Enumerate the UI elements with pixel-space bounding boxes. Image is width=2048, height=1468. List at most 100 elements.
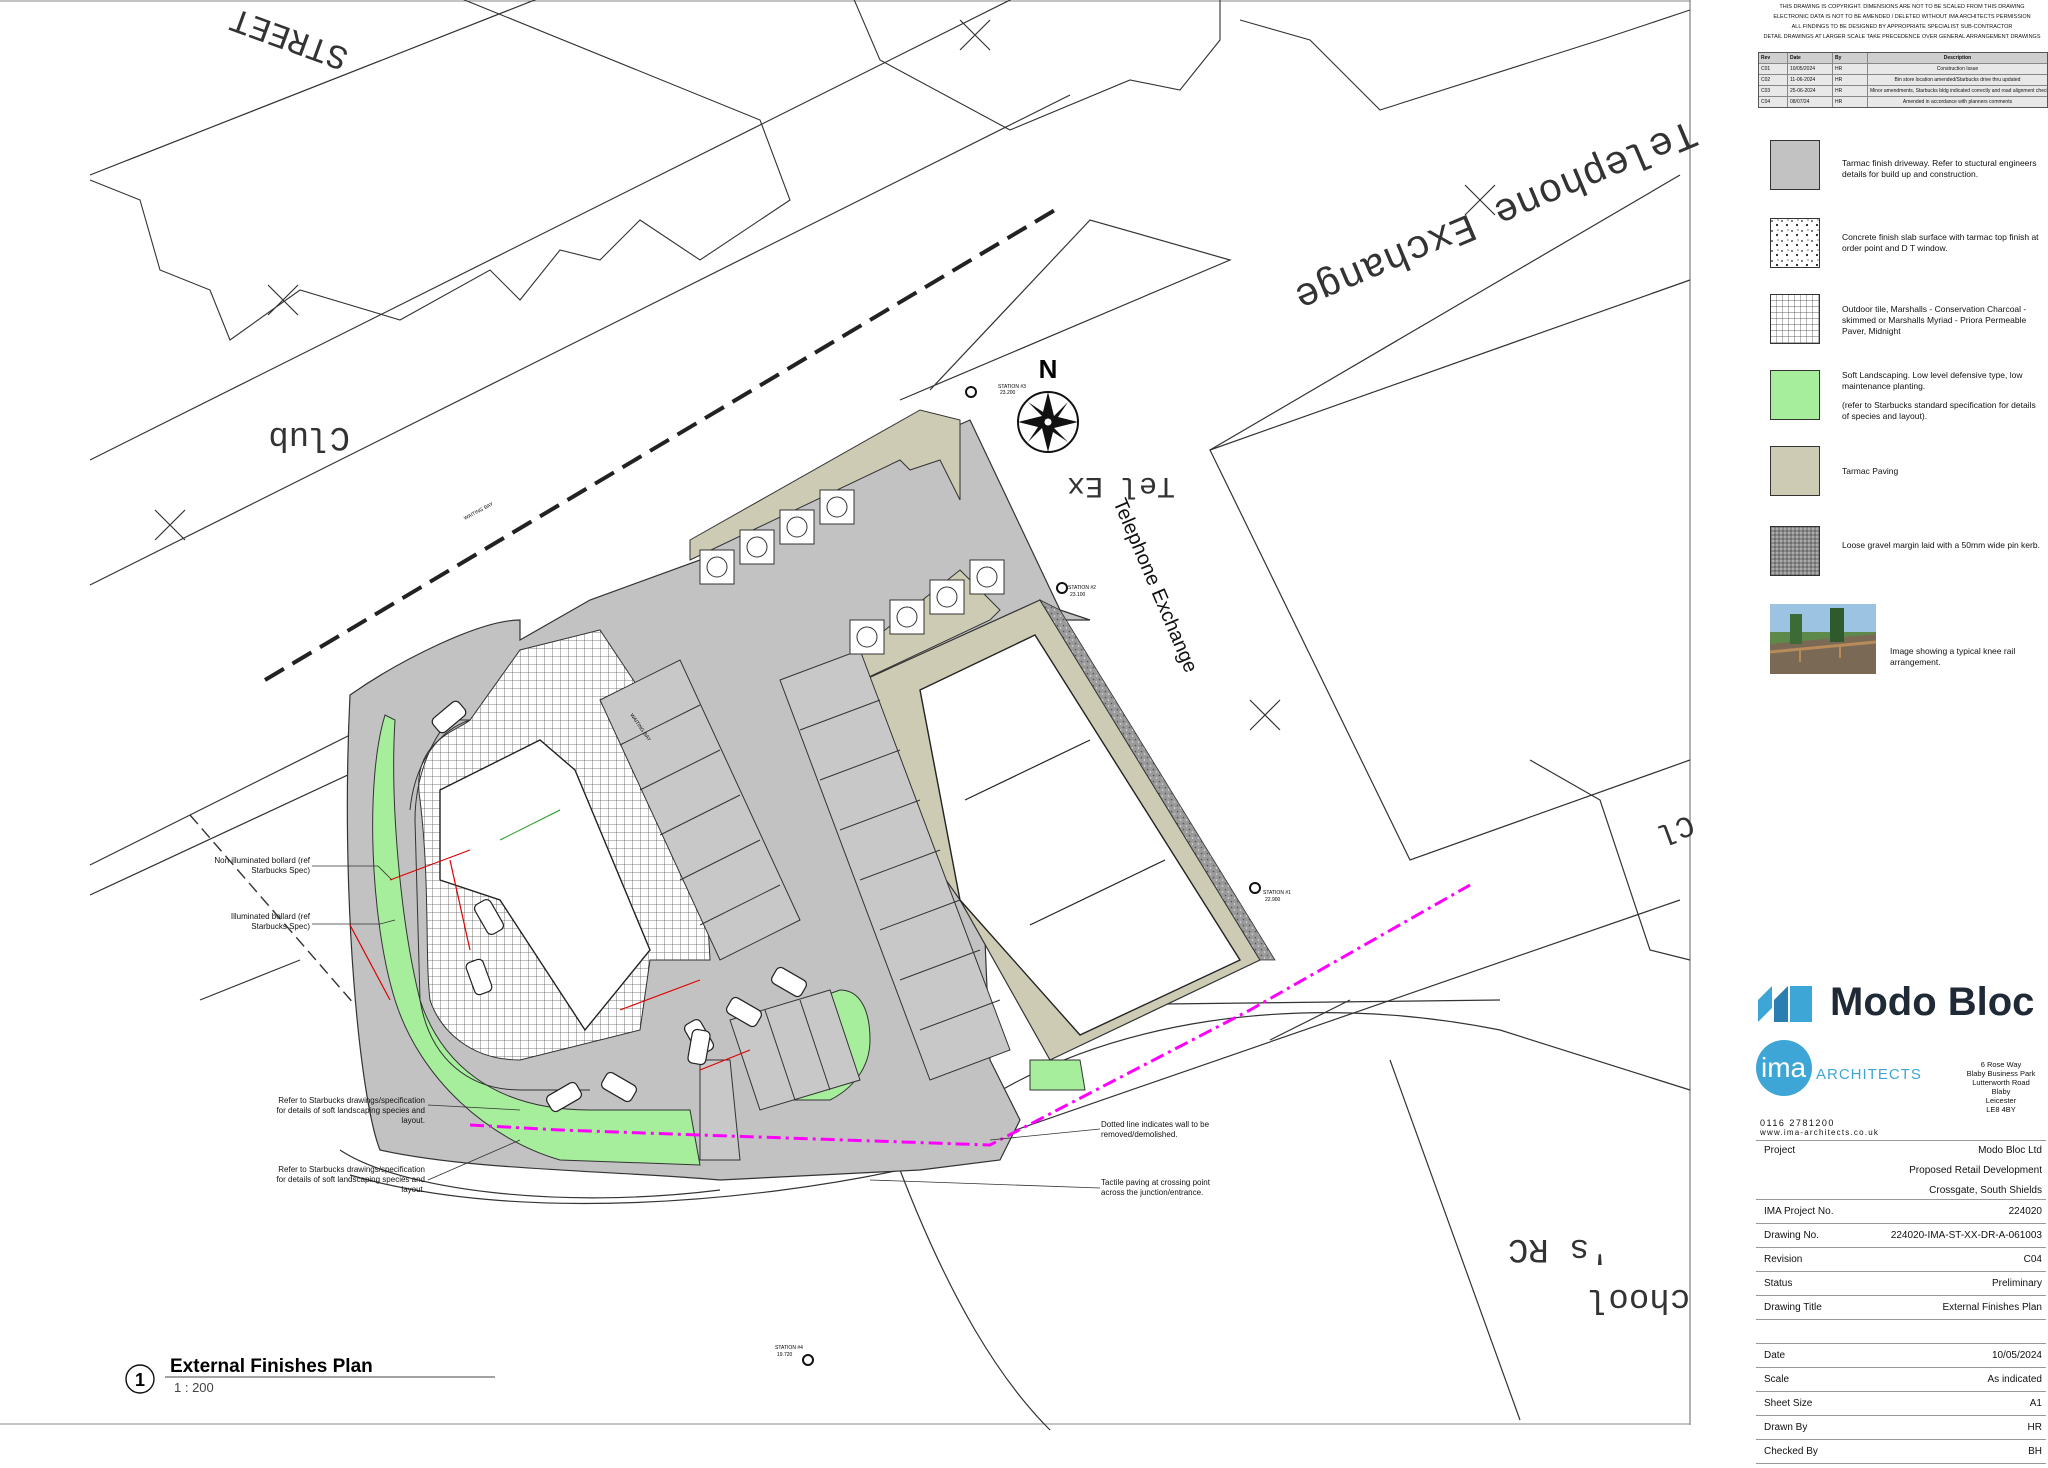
address-line: Lutterworth Road [1972,1078,2030,1087]
station-markers [802,386,1261,1366]
revision-header: By [1833,53,1868,63]
rc-label: 's RC [1508,1229,1610,1267]
revision-header-row: Rev Date By Description [1759,53,2047,63]
revision-cell: Amended in accordance with planners comm… [1902,99,2013,105]
revision-note: ELECTRONIC DATA IS NOT TO BE AMENDED / D… [1773,14,2031,20]
legend-text: Tarmac finish driveway. Refer to stuctur… [1842,158,2037,179]
info-value: C04 [2023,1254,2042,1265]
legend-swatch-gravel [1770,526,1820,576]
street-label: STREET [226,0,354,75]
revision-cell: C04 [1759,97,1788,107]
north-label: N [1039,354,1058,384]
legend-item-gravel: Loose gravel margin laid with a 50mm wid… [1758,526,2048,586]
waiting-bay-label-1: WAITING BAY [463,501,495,522]
station-3-label: STATION #3 [998,384,1026,390]
annotation-leaders [312,865,1101,1189]
info-value: 224020 [2008,1206,2042,1217]
legend-item-tarmac-paving: Tarmac Paving [1758,446,2048,506]
project-row: Crossgate, South Shields [1756,1181,2046,1201]
ima-text: ima [1761,1052,1807,1083]
revision-cell: 08/07/24 [1788,97,1833,107]
north-arrow [1017,391,1079,453]
station-1-value: 22.900 [1265,897,1281,903]
station-2-label: STATION #2 [1068,585,1096,591]
revision-cell: 11-06-2024 [1788,75,1833,85]
station-4-value: 19.720 [777,1352,793,1358]
existing-markers [154,19,1496,731]
project-line: Crossgate, South Shields [1929,1185,2042,1196]
revision-cell: Bin store location amended/Starbucks dri… [1894,77,2021,83]
bins [699,489,1005,655]
info-key: Drawing Title [1764,1302,1822,1313]
legend-item-knee-rail: Image showing a typical knee rail arrang… [1758,604,2048,676]
parked-cars [431,700,807,1113]
address-line: Blaby Business Park [1966,1069,2036,1078]
revision-cell: C01 [1759,64,1788,74]
legend-swatch-landscaping [1770,370,1820,420]
legend-item-tile: Outdoor tile, Marshalls - Conservation C… [1758,294,2048,354]
legend-text: Soft Landscaping. Low level defensive ty… [1842,370,2042,422]
legend-item-soft-landscaping: Soft Landscaping. Low level defensive ty… [1758,370,2048,440]
cl-label: Cl [1653,806,1698,850]
demolition-line [469,883,1471,1147]
info-row: Drawing No. 224020-IMA-ST-XX-DR-A-061003 [1756,1223,2046,1247]
revision-cell: 25-06-2024 [1788,86,1833,96]
legend-swatch-tile [1770,294,1820,344]
revision-cell: HR [1833,75,1868,85]
revision-cell: C02 [1759,75,1788,85]
info-key: Drawn By [1764,1422,1808,1433]
revision-note: DETAIL DRAWINGS AT LARGER SCALE TAKE PRE… [1763,34,2041,40]
info-value: 224020-IMA-ST-XX-DR-A-061003 [1890,1230,2042,1241]
legend-text-line: Soft Landscaping. Low level defensive ty… [1842,370,2023,391]
legend-text: Image showing a typical knee rail arrang… [1890,646,2016,667]
info-row: IMA Project No.224020 [1756,1199,2046,1223]
info-key: Scale [1764,1374,1790,1385]
modo-bloc-mark-icon [1758,986,1812,1022]
revision-row: C01 10/05/2024 HR Construction Issue [1759,63,2047,74]
revision-cell: HR [1833,64,1868,74]
tel-ex-label: Tel Ex [1067,468,1175,502]
info-key: Status [1764,1278,1793,1289]
retail-units [819,599,1276,1061]
project-block: Project Modo Bloc Ltd Proposed Retail De… [1756,1140,2046,1201]
info-row: Drawn By HR [1756,1415,2046,1439]
info-key: Drawing No. [1764,1230,1820,1241]
info-value: BH [2028,1446,2042,1457]
station-2-value: 23.100 [1070,592,1086,598]
starbucks-building [439,739,651,1032]
station-1-label: STATION #1 [1263,890,1291,896]
architects-text: ARCHITECTS [1816,1066,1922,1083]
revision-cell: HR [1833,86,1868,96]
revision-row: C03 25-06-2024 HR Minor amendments, Star… [1759,85,2047,96]
revision-header: Rev [1759,53,1788,63]
legend-item-tarmac: Tarmac finish driveway. Refer to stuctur… [1758,140,2048,200]
info-key: Date [1764,1350,1786,1361]
architect-phone: 0116 2781200 [1760,1118,1835,1128]
info-row [1756,1319,2046,1343]
school-label: chool [1588,1279,1690,1317]
site-plan-drawing: N STREET Club Telephone Exchange Tel Ex … [0,0,1700,1431]
revision-row: C04 08/07/24 HR Amended in accordance wi… [1759,96,2047,107]
drawing-number: 1 [135,1370,145,1390]
soft-landscaping-note-1: Refer to Starbucks drawings/specificatio… [276,1096,425,1125]
revision-table: Rev Date By Description C01 10/05/2024 H… [1758,52,2048,108]
parking-bays [599,649,1011,1161]
illuminated-bollard-note: Illuminated bollard (ref Starbucks Spec) [230,912,310,931]
info-value: HR [2027,1422,2042,1433]
architect-address: 6 Rose Way Blaby Business Park Lutterwor… [1956,1060,2046,1114]
project-row: Project Modo Bloc Ltd [1756,1141,2046,1161]
telephone-exchange-small-label: Telephone Exchange [1108,495,1201,676]
non-illuminated-bollard-note: Non illuminated bollard (ref Starbucks S… [214,856,310,875]
address-line: 6 Rose Way [1980,1060,2022,1069]
info-value: A1 [2029,1398,2042,1409]
station-4-label: STATION #4 [775,1345,803,1351]
architect-web: www.ima-architects.co.uk [1760,1128,1880,1137]
legend-swatch-tarmac-paving [1770,446,1820,496]
telephone-exchange-outline [899,174,1691,961]
